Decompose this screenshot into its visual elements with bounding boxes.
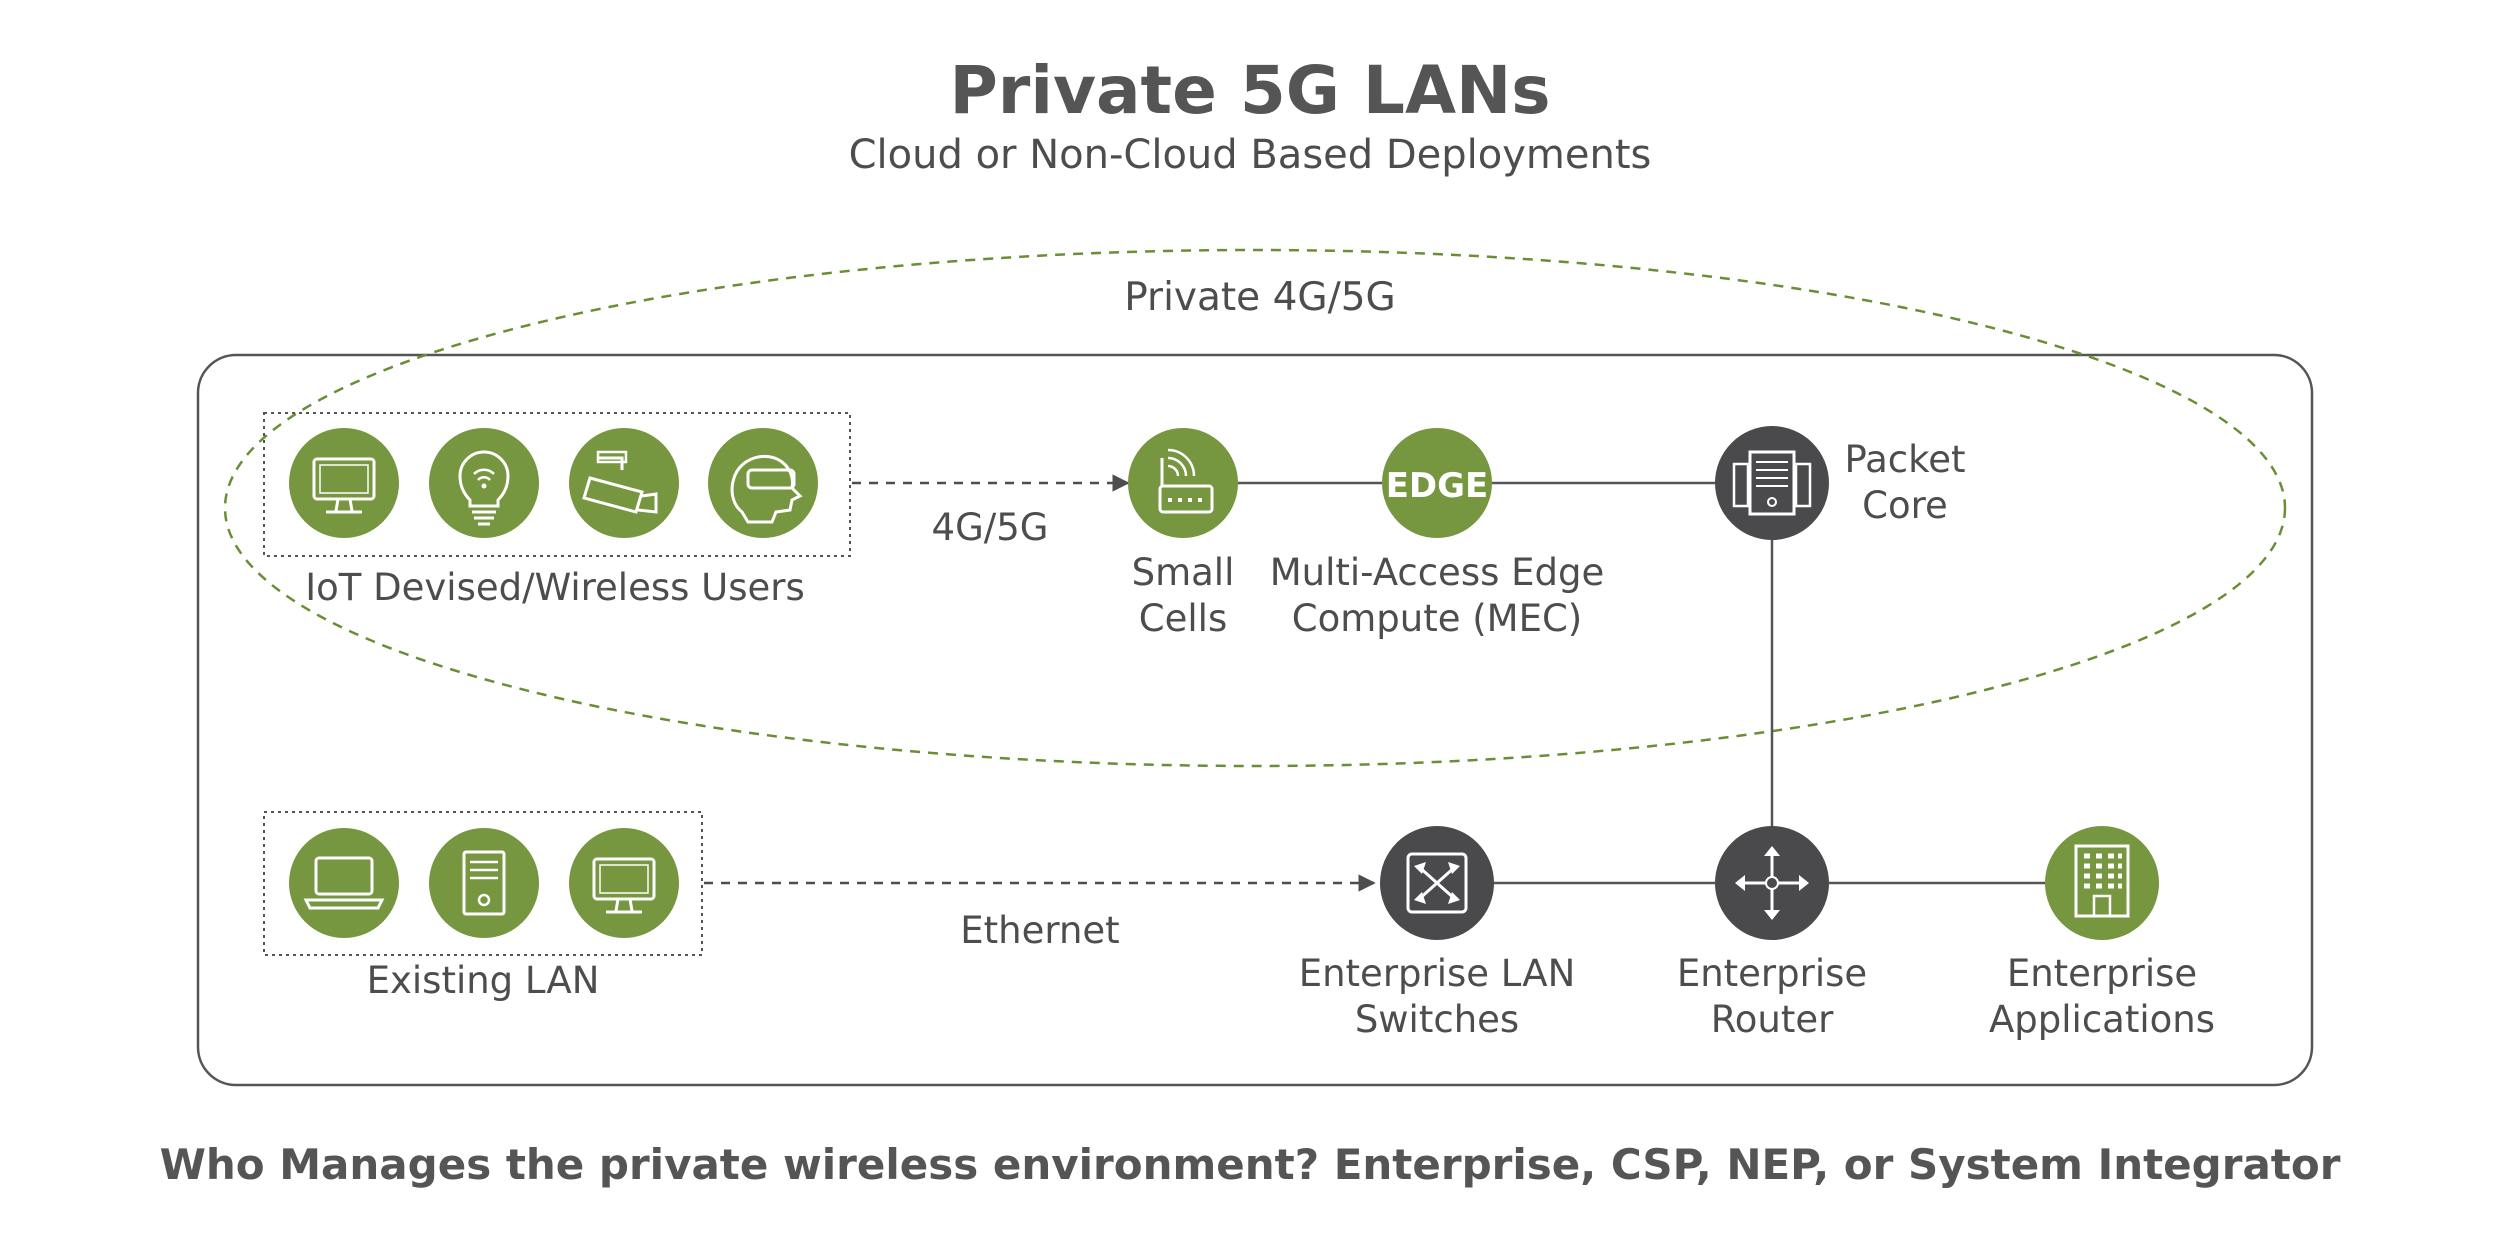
apps-label: Enterprise Applications [1932,951,2272,1043]
enterprise-frame [196,353,2314,1087]
router-label: Enterprise Router [1622,951,1922,1043]
private-zone-ellipse [223,248,2287,768]
switches-label-line1: Enterprise LAN [1298,952,1576,995]
laptop-icon [289,828,399,938]
lan-group-box [263,811,703,956]
router-label-line1: Enterprise [1676,952,1868,995]
packet-core-label-line2: Core [1862,484,1948,527]
diagram-title: Private 5G LANs [949,52,1551,129]
iot-group-label: IoT Devised/Wireless Users [305,566,805,609]
server-rack-icon [1715,426,1829,540]
mec-label-line1: Multi-Access Edge [1269,551,1605,594]
small-cells-label-line1: Small [1131,551,1235,594]
packet-core-label-line1: Packet [1844,438,1966,481]
diagram-subtitle: Cloud or Non-Cloud Based Deployments [848,132,1652,178]
switches-label: Enterprise LAN Switches [1237,951,1637,1043]
switch-arrows-icon [1380,826,1494,940]
router-arrows-icon [1715,826,1829,940]
security-camera-icon [569,428,679,538]
ethernet-link-label: Ethernet [960,909,1120,952]
apps-label-line1: Enterprise [2006,952,2198,995]
server-tower-icon [429,828,539,938]
edge-compute-icon: EDGE [1382,428,1492,538]
wifi-router-icon [1128,428,1238,538]
monitor-icon [289,428,399,538]
monitor-icon [569,828,679,938]
router-label-line2: Router [1710,998,1834,1041]
vr-headset-icon [708,428,818,538]
mec-label-line2: Compute (MEC) [1291,597,1583,640]
apps-label-line2: Applications [1988,998,2215,1041]
footer-question: Who Manages the private wireless environ… [159,1140,2341,1189]
iot-group-box [263,412,851,557]
office-building-icon [2045,826,2159,940]
packet-core-label: Packet Core [1830,437,1980,529]
small-cells-label-line2: Cells [1138,597,1228,640]
private-zone-label: Private 4G/5G [1124,275,1396,320]
mec-label: Multi-Access Edge Compute (MEC) [1237,550,1637,642]
edge-icon-text: EDGE [1386,466,1489,506]
small-cells-label: Small Cells [1083,550,1283,642]
lightbulb-wifi-icon [429,428,539,538]
lan-group-label: Existing LAN [366,959,600,1002]
switches-label-line2: Switches [1354,998,1520,1041]
wireless-link-label: 4G/5G [931,506,1049,549]
